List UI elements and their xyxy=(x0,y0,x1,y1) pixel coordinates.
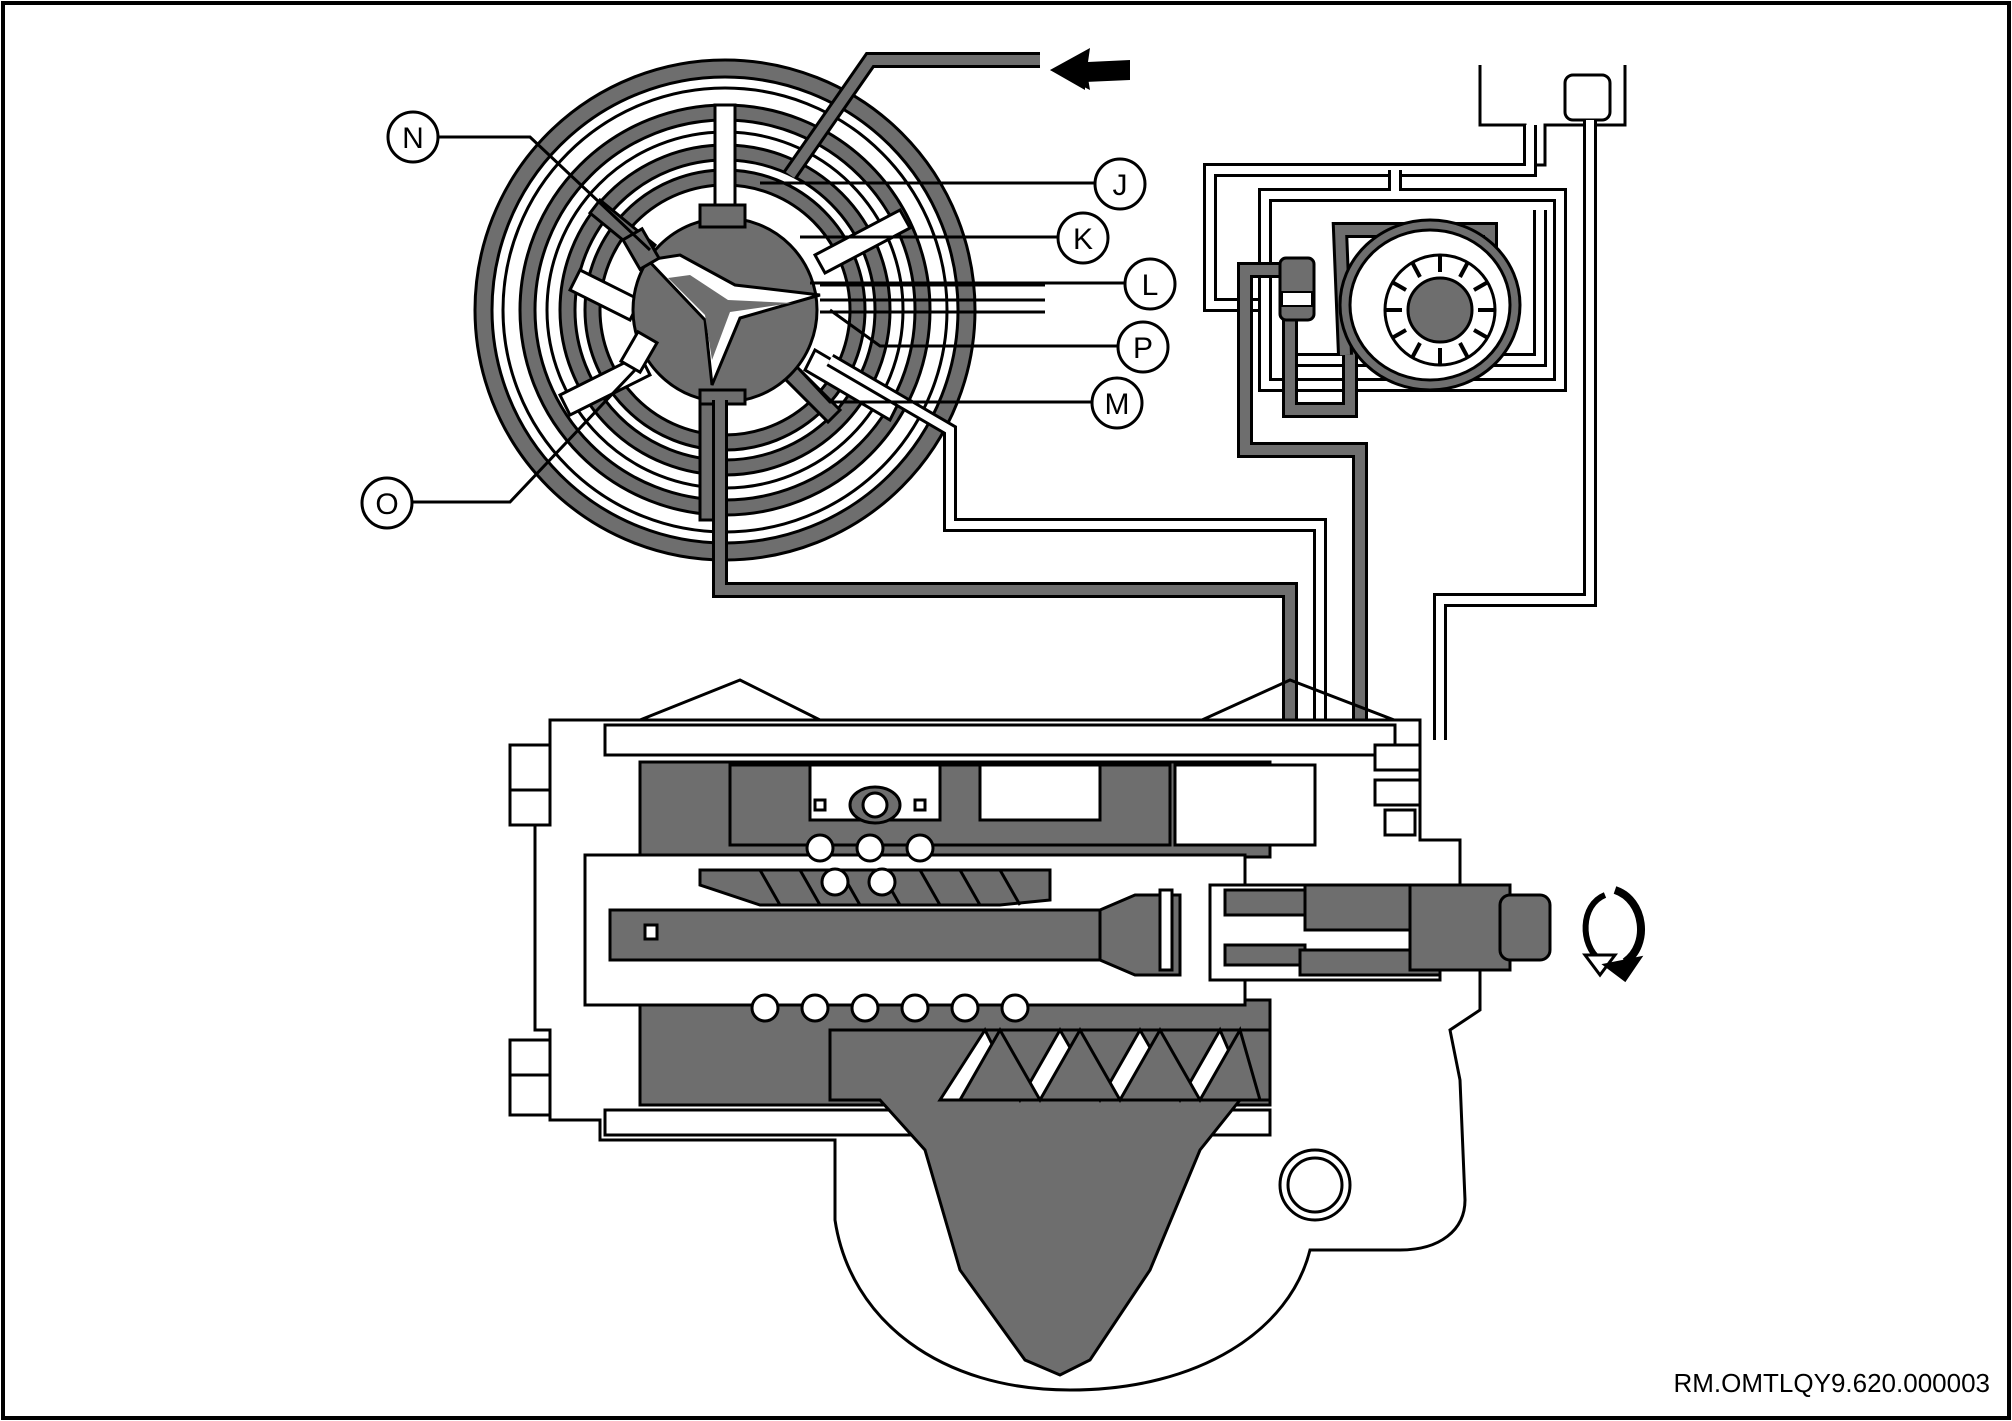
svg-text:N: N xyxy=(402,122,424,155)
rotation-arrow-icon xyxy=(1582,886,1645,983)
callout-M: M xyxy=(1090,376,1144,430)
pump-circuit xyxy=(1203,120,1597,870)
svg-text:K: K xyxy=(1073,223,1093,256)
reference-code: RM.OMTLQY9.620.000003 xyxy=(1674,1368,1991,1398)
return-line xyxy=(826,353,1327,980)
inlet-pipe xyxy=(783,52,1040,180)
valve-ports-right xyxy=(820,283,1045,314)
flow-direction-arrow xyxy=(1050,48,1130,90)
svg-text:L: L xyxy=(1142,269,1159,302)
gear-housing xyxy=(508,678,1552,1392)
callout-O: O xyxy=(360,476,414,530)
svg-text:P: P xyxy=(1133,332,1153,365)
svg-text:O: O xyxy=(375,488,398,521)
callout-J: J xyxy=(1093,157,1147,211)
rotary-valve xyxy=(473,58,977,562)
callout-leaders xyxy=(412,135,1125,504)
callout-N: N xyxy=(386,110,440,164)
callout-L: L xyxy=(1123,257,1177,311)
callout-K: K xyxy=(1056,211,1110,265)
svg-text:J: J xyxy=(1113,169,1128,202)
pump-rotor xyxy=(1338,218,1522,392)
callout-P: P xyxy=(1116,320,1170,374)
svg-text:M: M xyxy=(1105,388,1130,421)
